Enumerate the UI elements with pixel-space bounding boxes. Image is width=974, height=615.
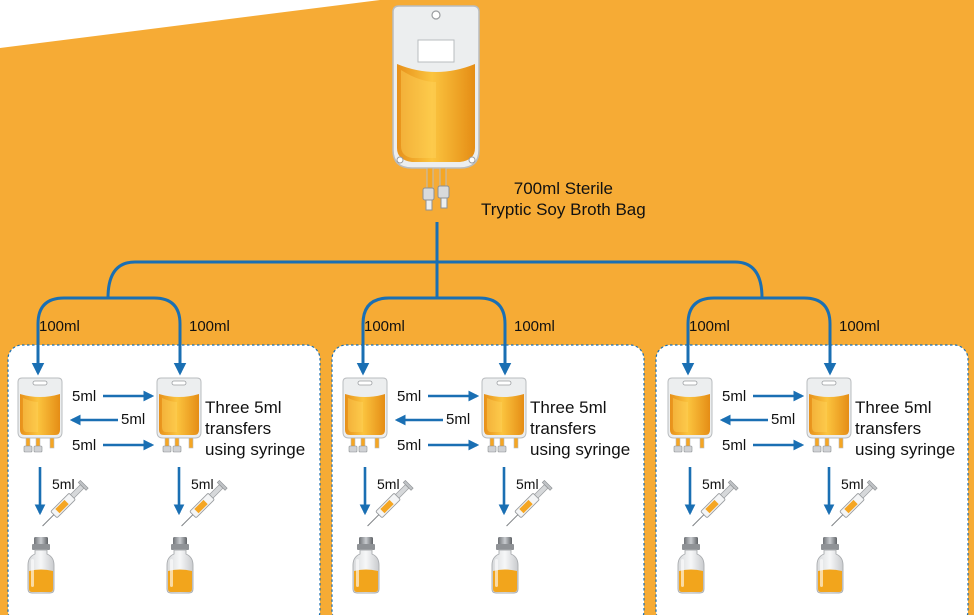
split-label-left: 100ml (364, 318, 405, 335)
transfer-label-2: 5ml (446, 411, 471, 428)
transfer-label-3: 5ml (397, 437, 422, 454)
split-arrows (681, 296, 837, 376)
source-bag-icon (392, 5, 480, 211)
note-line: transfers (855, 419, 922, 438)
split-label-right: 100ml (839, 318, 880, 335)
syringe-right-icon (506, 479, 553, 527)
source-label: 700ml Sterile Tryptic Soy Broth Bag (481, 178, 646, 220)
transfer-label-3: 5ml (72, 437, 97, 454)
note-line: transfers (530, 419, 597, 438)
distribution-bar (106, 260, 764, 299)
down-label-right: 5ml (841, 476, 864, 492)
down-label-left: 5ml (702, 476, 725, 492)
vial-right-icon (166, 537, 194, 594)
note-line: transfers (205, 419, 272, 438)
small-bag-left-icon (667, 377, 713, 453)
split-label-right: 100ml (189, 318, 230, 335)
syringe-left-icon (367, 479, 414, 527)
syringe-transfer-note: Three 5ml transfers using syringe (855, 397, 955, 460)
source-label-line1: 700ml Sterile (513, 179, 613, 198)
syringe-right-icon (181, 479, 228, 527)
vial-left-icon (352, 537, 380, 594)
syringe-left-icon (42, 479, 89, 527)
small-bag-left-icon (17, 377, 63, 453)
transfer-label-2: 5ml (121, 411, 146, 428)
vial-left-icon (677, 537, 705, 594)
group-panel (7, 344, 321, 615)
vial-left-icon (27, 537, 55, 594)
transfer-label-1: 5ml (397, 388, 422, 405)
transfer-label-3: 5ml (722, 437, 747, 454)
down-label-right: 5ml (191, 476, 214, 492)
note-line: using syringe (530, 440, 631, 459)
split-label-right: 100ml (514, 318, 555, 335)
vial-right-icon (816, 537, 844, 594)
down-label-right: 5ml (516, 476, 539, 492)
split-arrows (31, 296, 187, 376)
split-label-left: 100ml (39, 318, 80, 335)
split-label-left: 100ml (689, 318, 730, 335)
group-panel (655, 344, 969, 615)
small-bag-right-icon (156, 377, 202, 453)
syringe-transfer-note: Three 5ml transfers using syringe (205, 397, 305, 460)
source-label-line2: Tryptic Soy Broth Bag (481, 200, 646, 219)
split-arrows (356, 296, 512, 376)
syringe-left-icon (692, 479, 739, 527)
small-bag-right-icon (806, 377, 852, 453)
group-panel (331, 344, 645, 615)
transfer-label-1: 5ml (722, 388, 747, 405)
transfer-label-2: 5ml (771, 411, 796, 428)
small-bag-left-icon (342, 377, 388, 453)
down-label-left: 5ml (52, 476, 75, 492)
syringe-transfer-note: Three 5ml transfers using syringe (530, 397, 630, 460)
note-line: Three 5ml (855, 398, 932, 417)
syringe-right-icon (831, 479, 878, 527)
small-bag-right-icon (481, 377, 527, 453)
note-line: using syringe (855, 440, 956, 459)
transfer-label-1: 5ml (72, 388, 97, 405)
note-line: Three 5ml (530, 398, 607, 417)
down-label-left: 5ml (377, 476, 400, 492)
vial-right-icon (491, 537, 519, 594)
note-line: Three 5ml (205, 398, 282, 417)
note-line: using syringe (205, 440, 306, 459)
corner-wedge (0, 0, 380, 48)
